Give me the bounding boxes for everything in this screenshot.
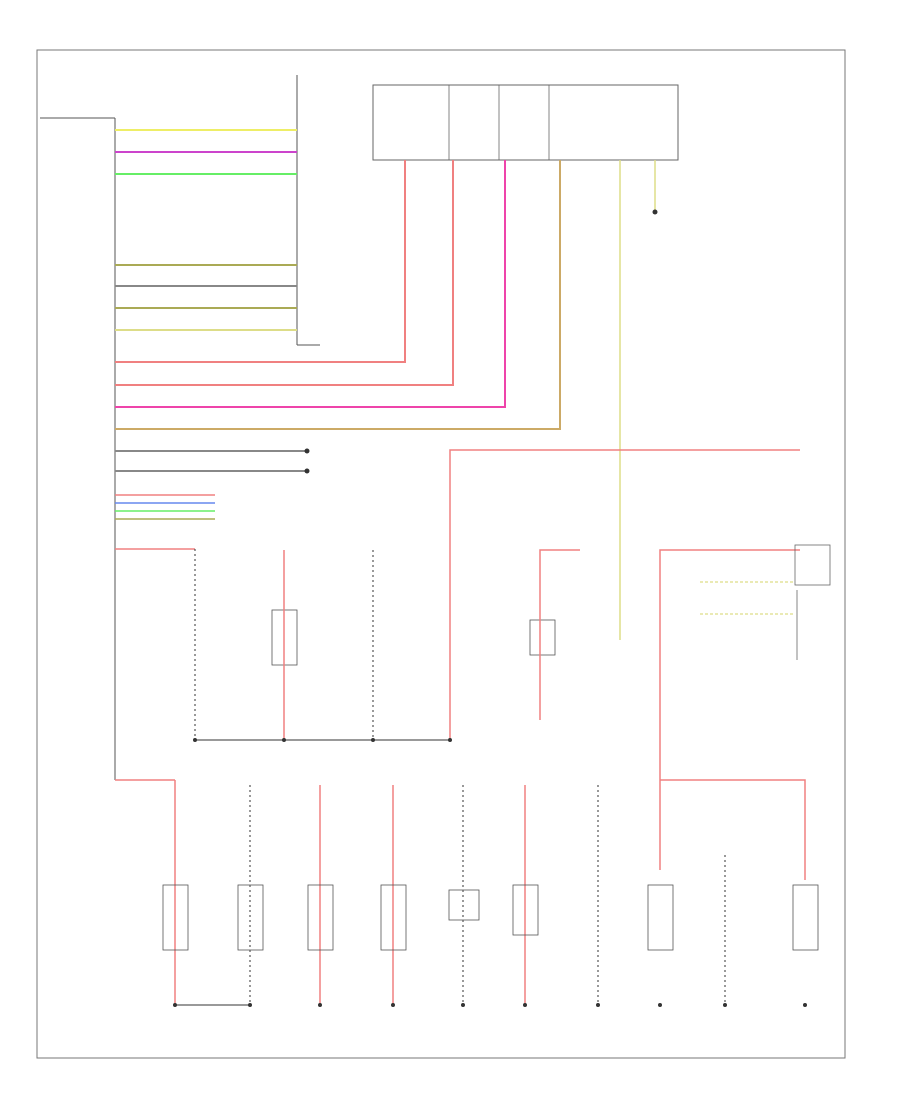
middle-row [193,549,556,742]
power-wires [115,160,658,640]
left-connector [40,117,116,780]
diagram-frame [36,49,846,1059]
fuse-block [372,84,679,161]
left-wires [115,129,297,331]
upper-connector [296,75,320,346]
signal-wires [115,448,806,880]
right-module [700,544,831,660]
bottom-row [115,779,819,1007]
